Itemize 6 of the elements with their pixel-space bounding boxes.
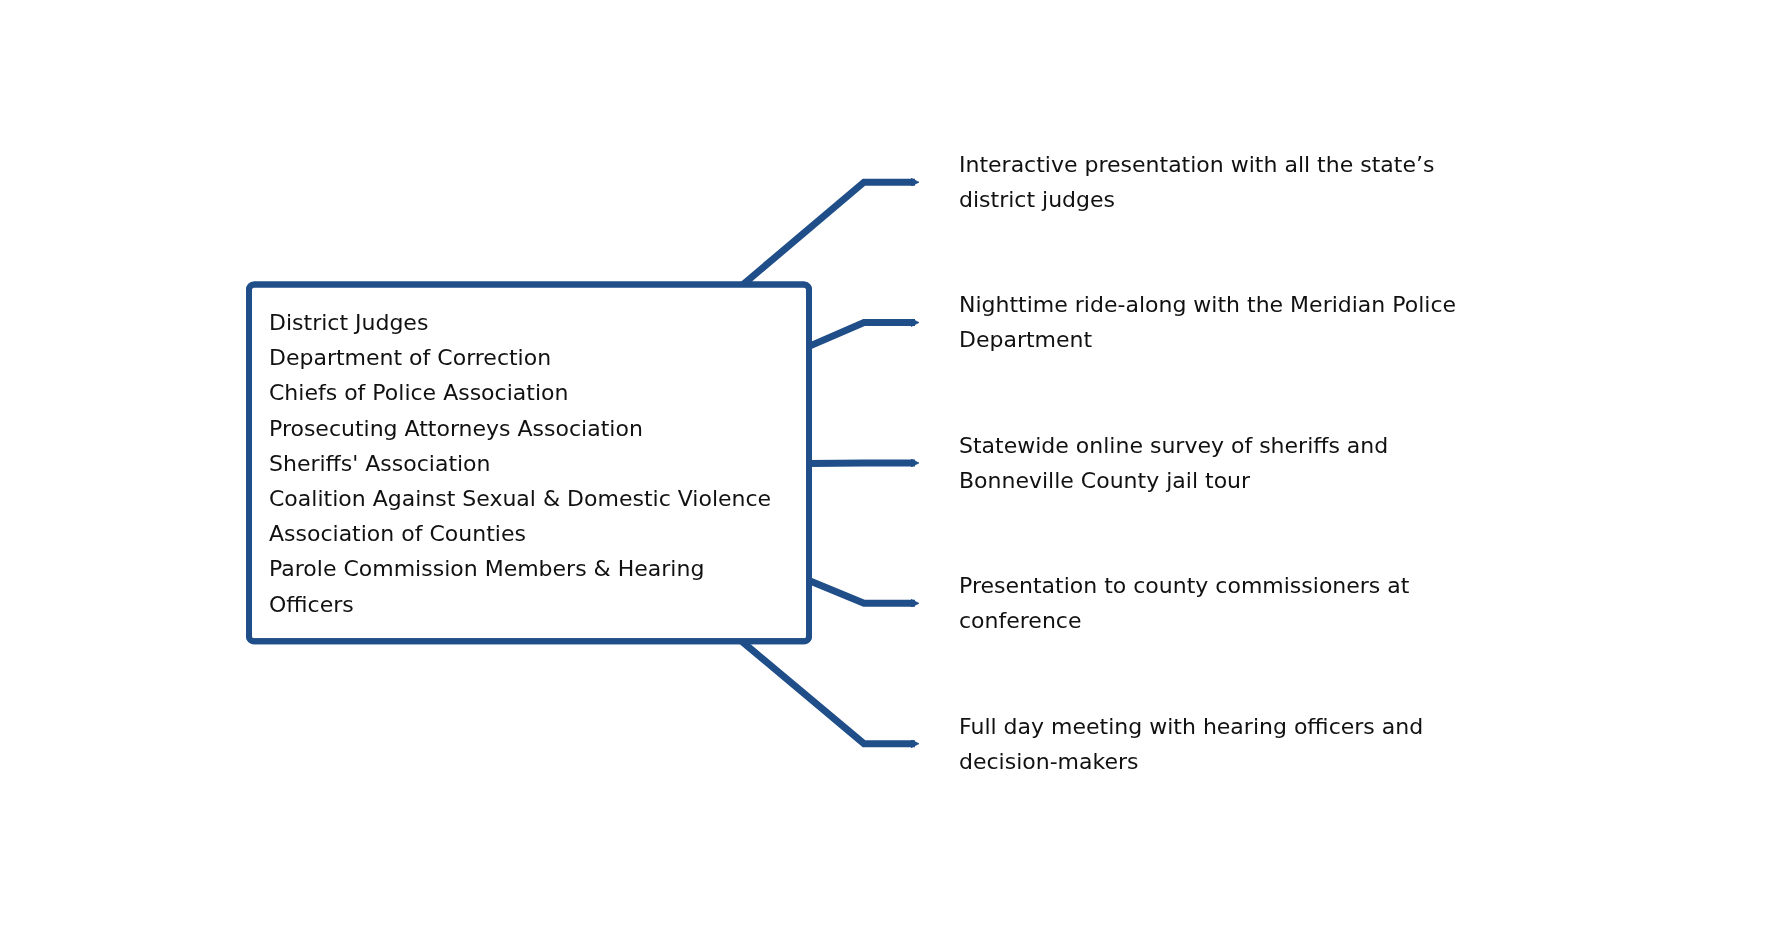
node-text: Presentation to county commissioners at conference	[959, 572, 1410, 633]
node-text: Full day meeting with hearing officers and decision-makers	[959, 713, 1424, 774]
node-text: Interactive presentation with all the state’s district judges	[959, 151, 1435, 212]
node-text: Nighttime ride-along with the Meridian Police Department	[959, 291, 1457, 353]
arrow	[809, 458, 920, 467]
node-text: Statewide online survey of sheriffs and Bonneville County jail tour	[959, 432, 1389, 493]
